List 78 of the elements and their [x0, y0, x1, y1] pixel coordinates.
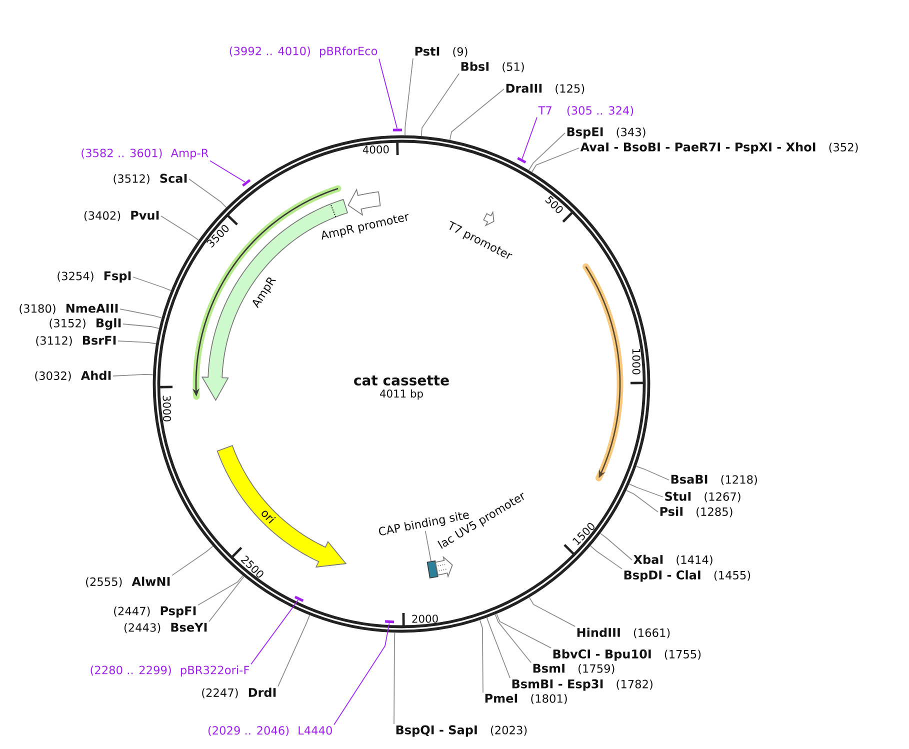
- leader-line: [628, 484, 664, 498]
- site-label: (3112) BsrFI: [36, 336, 116, 346]
- leader-line: [531, 148, 580, 173]
- site-label: (3032) AhdI: [35, 370, 111, 382]
- site-label: BsmI (1759): [533, 664, 614, 674]
- site-label: (2247) DrdI: [202, 688, 276, 698]
- primer-mark: [385, 620, 394, 624]
- site-label: StuI (1267): [665, 492, 740, 502]
- leader-line: [278, 614, 310, 687]
- leader-line: [486, 617, 510, 678]
- tick-label: 1000: [632, 349, 640, 374]
- site-label: (3402) PvuI: [84, 210, 159, 222]
- site-label: (2555) AlwNI: [86, 576, 170, 588]
- leader-line: [600, 532, 632, 560]
- site-label: XbaI (1414): [634, 554, 712, 566]
- leader-line: [522, 116, 538, 160]
- site-label: BsmBI - Esp3I (1782): [512, 679, 652, 691]
- leader-line: [118, 340, 156, 344]
- leader-line: [160, 216, 200, 241]
- leader-line: [198, 575, 244, 606]
- leader-line: [378, 58, 398, 129]
- leader-line: [112, 374, 154, 376]
- site-label: (2447) PspFI: [114, 606, 196, 618]
- leader-line: [479, 620, 484, 694]
- leader-line: [208, 576, 244, 622]
- leader-line: [132, 276, 172, 292]
- primer-mark: [294, 596, 304, 602]
- leader-line: [449, 88, 504, 140]
- leader-line: [494, 614, 532, 664]
- leader-line: [334, 622, 390, 726]
- site-label: (3152) BglI: [50, 318, 121, 330]
- site-label: (3254) FspI: [58, 271, 131, 283]
- leader-line: [120, 308, 162, 318]
- site-label: BspDI - ClaI (1455): [624, 570, 750, 582]
- leader-line: [420, 73, 460, 136]
- site-label: DraIII (125): [506, 84, 584, 94]
- sequence-length: 4011 bp: [380, 389, 423, 400]
- site-label: BbsI (51): [461, 62, 524, 72]
- tick-label: 3000: [162, 396, 172, 422]
- leader-line: [250, 600, 299, 665]
- leader-line: [528, 132, 566, 171]
- primer-mark: [242, 179, 251, 187]
- feature-box: [426, 560, 438, 578]
- primer-label: (3582 .. 3601) Amp-R: [82, 148, 208, 160]
- leader-line: [404, 58, 414, 136]
- site-label: HindIII (1661): [577, 628, 670, 638]
- site-label: (3180) NmeAIII: [20, 304, 118, 314]
- leader-line: [394, 632, 396, 724]
- site-label: BsaBI (1218): [671, 474, 757, 486]
- site-label: BspQI - SapI (2023): [396, 725, 527, 737]
- leader-line: [496, 613, 552, 648]
- site-label: BbvCI - Bpu10I (1755): [553, 649, 701, 661]
- leader-line: [528, 597, 576, 627]
- leader-line: [188, 178, 227, 208]
- leader-line: [626, 490, 658, 512]
- tick-label: 500: [545, 196, 563, 214]
- site-label: BspEI (343): [567, 127, 646, 139]
- site-label: (3512) ScaI: [114, 174, 187, 184]
- primer-label: T7 (305 .. 324): [538, 106, 634, 116]
- leader-line: [210, 160, 246, 182]
- primer-mark: [517, 156, 526, 164]
- leader-line: [636, 466, 670, 480]
- primer-mark: [393, 128, 402, 132]
- site-label: PsiI (1285): [660, 506, 732, 518]
- primer-label: (2280 .. 2299) pBR322ori-F: [90, 666, 250, 676]
- site-label: (2443) BseYI: [124, 622, 207, 634]
- leader-line: [424, 530, 432, 562]
- tick-label: 2000: [412, 614, 438, 623]
- leader-line: [122, 324, 160, 329]
- leader-line: [590, 545, 622, 570]
- site-label: PmeI (1801): [485, 694, 567, 704]
- site-label: PstI (9): [415, 46, 468, 58]
- primer-label: (3992 .. 4010) pBRforEco: [230, 46, 378, 58]
- leader-line: [172, 546, 214, 576]
- plasmid-name: cat cassette: [354, 376, 449, 386]
- primer-label: (2029 .. 2046) L4440: [208, 726, 332, 736]
- tick-label: 4000: [362, 145, 389, 154]
- site-label: AvaI - BsoBI - PaeR7I - PspXI - XhoI (352): [580, 142, 858, 154]
